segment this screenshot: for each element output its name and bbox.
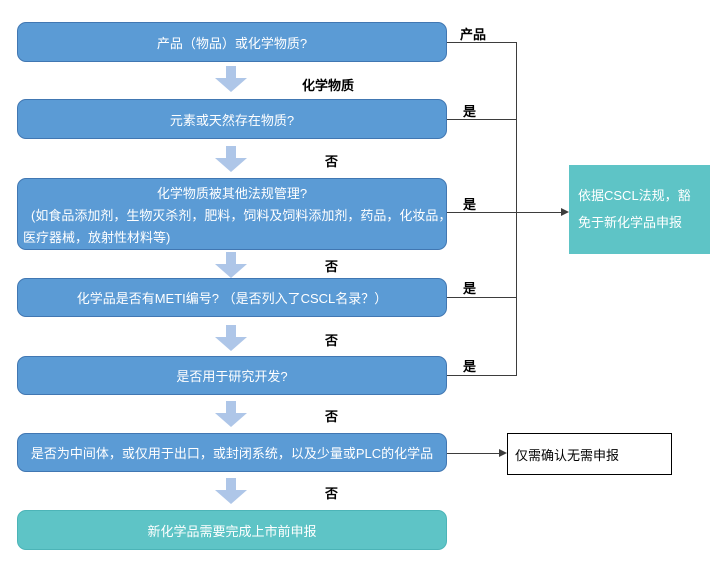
edge-label-yes-4: 是 [463, 359, 477, 374]
edge-label-product: 产品 [460, 27, 487, 42]
node-confirm-only: 仅需确认无需申报 [507, 433, 672, 475]
connector-vertical-bus [516, 42, 517, 376]
connector-product-line [447, 42, 517, 43]
node-label-line: 依据CSCL法规，豁 [578, 188, 691, 203]
edge-label-yes-1: 是 [463, 104, 477, 119]
node-intermediate-export: 是否为中间体，或仅用于出口，或封闭系统，以及少量或PLC的化学品 [17, 433, 447, 472]
connector-yes-line-4 [447, 375, 517, 376]
node-label-line: 化学物质被其他法规管理? [156, 186, 308, 201]
node-product-or-chemical: 产品（物品）或化学物质? [17, 22, 447, 62]
connector-yes-line-2 [447, 212, 562, 213]
node-other-regulations: 化学物质被其他法规管理? (如食品添加剂，生物灭杀剂，肥料，饲料及饲料添加剂，药… [17, 178, 452, 250]
connector-confirm-line [447, 453, 500, 454]
node-label-line: (如食品添加剂，生物灭杀剂，肥料，饲料及饲料添加剂，药品，化妆品， [31, 208, 452, 223]
node-label: 化学品是否有METI编号? （是否列入了CSCL名录？） [76, 291, 388, 306]
connector-yes-line-1 [447, 119, 517, 120]
flow-down-arrow-5 [215, 401, 247, 427]
edge-label-no-1: 否 [325, 154, 339, 169]
node-premarket-notification: 新化学品需要完成上市前申报 [17, 510, 447, 550]
edge-label-no-5: 否 [325, 486, 339, 501]
node-research-development: 是否用于研究开发? [17, 356, 447, 395]
flow-down-arrow-2 [215, 146, 247, 172]
node-cscl-exempt: 依据CSCL法规，豁 免于新化学品申报 [569, 165, 710, 254]
connector-yes-line-3 [447, 297, 517, 298]
node-meti-number: 化学品是否有METI编号? （是否列入了CSCL名录？） [17, 278, 447, 317]
node-element-or-natural: 元素或天然存在物质? [17, 99, 447, 139]
flow-down-arrow-6 [215, 478, 247, 504]
node-label: 仅需确认无需申报 [515, 447, 620, 463]
arrowhead-to-confirm [499, 449, 507, 457]
flow-down-arrow-1 [215, 66, 247, 92]
flow-down-arrow-4 [215, 325, 247, 351]
arrowhead-to-exempt [561, 208, 569, 216]
node-label: 是否用于研究开发? [176, 369, 288, 384]
flow-down-arrow-3 [215, 252, 247, 278]
node-label: 新化学品需要完成上市前申报 [147, 523, 317, 539]
node-label: 产品（物品）或化学物质? [156, 35, 308, 51]
node-label-line: 免于新化学品申报 [578, 215, 683, 230]
edge-label-no-3: 否 [325, 333, 339, 348]
node-label: 是否为中间体，或仅用于出口，或封闭系统，以及少量或PLC的化学品 [30, 446, 434, 461]
edge-label-yes-3: 是 [463, 281, 477, 296]
edge-label-yes-2: 是 [463, 197, 477, 212]
node-label: 元素或天然存在物质? [169, 112, 295, 128]
edge-label-chemical-substance: 化学物质 [302, 78, 355, 93]
edge-label-no-2: 否 [325, 259, 339, 274]
node-label-line: 医疗器械，放射性材料等) [23, 230, 171, 245]
edge-label-no-4: 否 [325, 409, 339, 424]
